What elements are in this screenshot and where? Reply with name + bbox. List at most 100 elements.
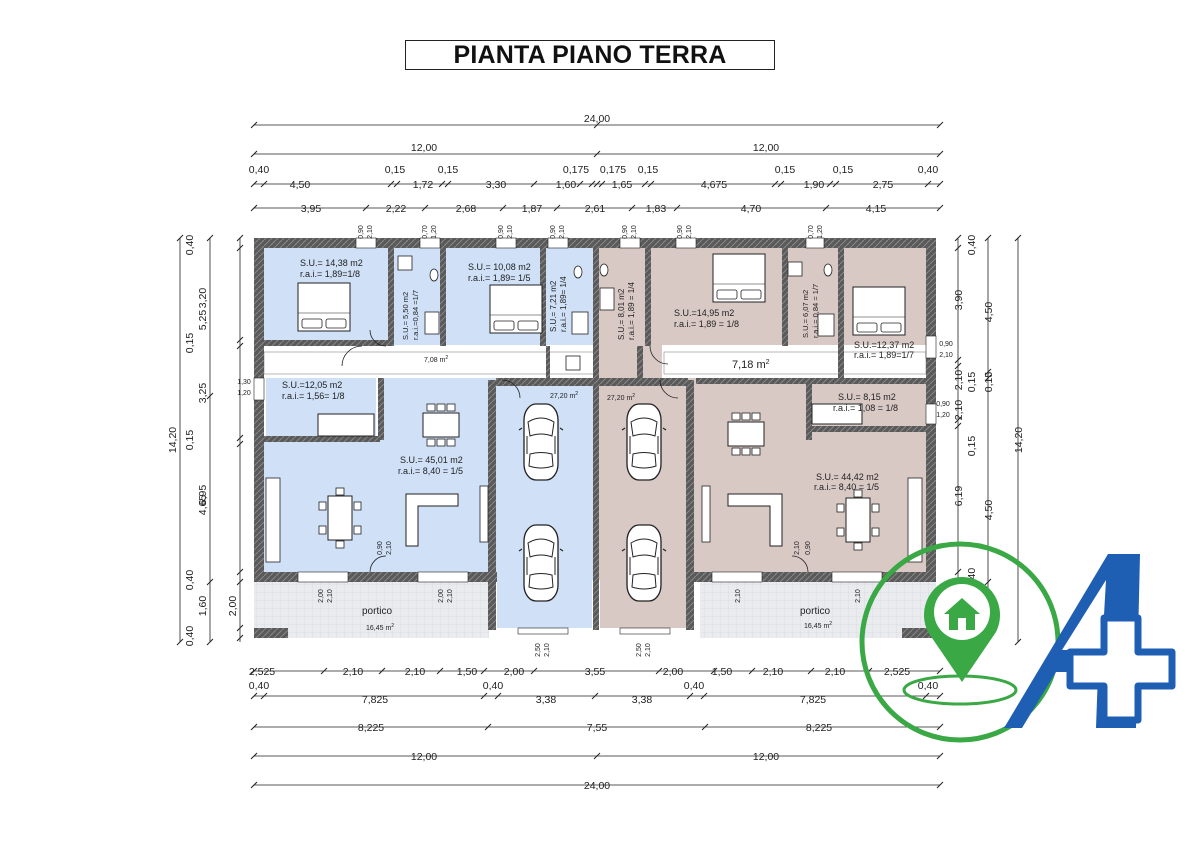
bedroom2-su: S.U.= 10,08 m2: [468, 262, 531, 272]
dim-label: 3,38: [536, 694, 557, 706]
dim-label: 12,00: [411, 751, 437, 763]
dim-tick: [777, 180, 785, 188]
bath3-su: S.U.= 8,01 m2: [617, 288, 626, 340]
dim-label: 0,15: [966, 436, 978, 457]
dimension-ticks: [176, 121, 1022, 789]
dim-label: 1,50: [457, 666, 478, 678]
svg-text:0,90: 0,90: [498, 225, 505, 239]
svg-text:2,50: 2,50: [535, 643, 542, 657]
dim-tick: [236, 440, 244, 448]
dim-tick: [588, 180, 596, 188]
bed-icon: [852, 286, 906, 336]
dim-label: 1,65: [612, 179, 633, 191]
dim-tick: [936, 150, 944, 158]
dim-tick: [936, 781, 944, 789]
opening-labels: 0,90 2,10 0,70 1,20 0,90 2,10 0,90 2,10 …: [237, 225, 953, 657]
dim-tick: [628, 204, 636, 212]
dim-tick: [673, 204, 681, 212]
dim-label: 7,825: [800, 694, 826, 706]
dim-tick: [936, 723, 944, 731]
shower-icon: [817, 313, 835, 337]
svg-text:0,90: 0,90: [550, 225, 557, 239]
dim-tick: [593, 180, 601, 188]
dim-tick: [710, 667, 718, 675]
dim-label: 0,15: [983, 372, 995, 393]
dim-tick: [236, 336, 244, 344]
dim-label: 3,30: [486, 179, 507, 191]
svg-text:2,00: 2,00: [318, 589, 325, 603]
dim-tick: [250, 781, 258, 789]
dim-label: 2,00: [227, 596, 239, 617]
dim-label: 0,40: [684, 680, 705, 692]
garage-right-header: [598, 378, 688, 386]
dim-label: 0,175: [563, 164, 589, 176]
sofa-icon: [405, 493, 459, 547]
dim-label: 8,225: [358, 722, 384, 734]
svg-text:0,90: 0,90: [622, 225, 629, 239]
dim-tick: [250, 723, 258, 731]
bath4-su: S.U.= 6,07 m2: [801, 290, 810, 338]
dim-tick: [484, 723, 492, 731]
svg-text:0,70: 0,70: [808, 225, 815, 239]
svg-text:1,20: 1,20: [817, 225, 824, 239]
toilet-icon: [429, 268, 439, 282]
portico-right-area: 16,45 m2: [804, 621, 832, 630]
dim-tick: [260, 692, 268, 700]
dim-label: 2,22: [386, 203, 407, 215]
dim-tick: [387, 180, 395, 188]
dim-tick: [236, 434, 244, 442]
dim-tick: [236, 634, 244, 642]
right-dim-labels: 0,40 3,90 2,10 0,15 2,10 0,15 6,19 0,40 …: [953, 235, 1025, 589]
dim-label: 2,525: [884, 666, 910, 678]
dim-tick: [553, 204, 561, 212]
bedroom4-rai: r.a.i.= 1,89=1/7: [854, 350, 914, 360]
dim-tick: [701, 723, 709, 731]
dim-tick: [954, 244, 962, 252]
dim-label: 3,38: [632, 694, 653, 706]
dim-label: 1,72: [413, 179, 434, 191]
dim-tick: [771, 180, 779, 188]
dim-tick: [647, 180, 655, 188]
dim-tick: [480, 692, 488, 700]
bedroom3-rai: r.a.i.= 1,89 = 1/8: [674, 319, 739, 329]
shower-icon: [424, 311, 440, 335]
dim-tick: [936, 180, 944, 188]
dining-table-icon: [727, 412, 765, 456]
dim-tick: [1014, 638, 1022, 646]
svg-text:2,10: 2,10: [367, 225, 374, 239]
dim-tick: [984, 234, 992, 242]
dim-label: 1,60: [197, 596, 209, 617]
dim-label: 7,825: [362, 694, 388, 706]
dim-tick: [598, 180, 606, 188]
dim-tick: [436, 667, 444, 675]
dim-label: 0,15: [438, 164, 459, 176]
toilet-icon: [823, 263, 833, 277]
portico-left-name: portico: [362, 606, 392, 617]
living-right-su: S.U.= 44,42 m2: [816, 472, 879, 482]
svg-text:1,20: 1,20: [237, 390, 251, 397]
dim-label: 24,00: [584, 113, 610, 125]
dim-label: 0,15: [775, 164, 796, 176]
dim-label: 4,50: [290, 179, 311, 191]
portico-left-area: 16,45 m2: [366, 623, 394, 632]
svg-text:0,90: 0,90: [805, 541, 812, 555]
dim-tick: [250, 752, 258, 760]
top-dim-labels: 24,00 12,00 12,00 0,40 4,50 0,15 1,72 0,…: [249, 113, 939, 215]
dim-tick: [936, 204, 944, 212]
dim-tick: [655, 667, 663, 675]
svg-text:0,90: 0,90: [677, 225, 684, 239]
dim-label: 12,00: [411, 142, 437, 154]
dining-table-icon: [422, 403, 460, 447]
dim-tick: [236, 624, 244, 632]
study-left-su: S.U.=12,05 m2: [282, 380, 342, 390]
dim-label: 3,55: [585, 666, 606, 678]
svg-text:2,10: 2,10: [559, 225, 566, 239]
shower-icon: [599, 287, 615, 311]
dim-tick: [593, 150, 601, 158]
dim-tick: [206, 234, 214, 242]
dim-tick: [936, 121, 944, 129]
dim-tick: [236, 234, 244, 242]
svg-text:2,50: 2,50: [636, 643, 643, 657]
bottom-dim-labels: 2,525 2,10 2,10 1,50 2,00 3,55 2,00 1,50…: [249, 666, 939, 792]
